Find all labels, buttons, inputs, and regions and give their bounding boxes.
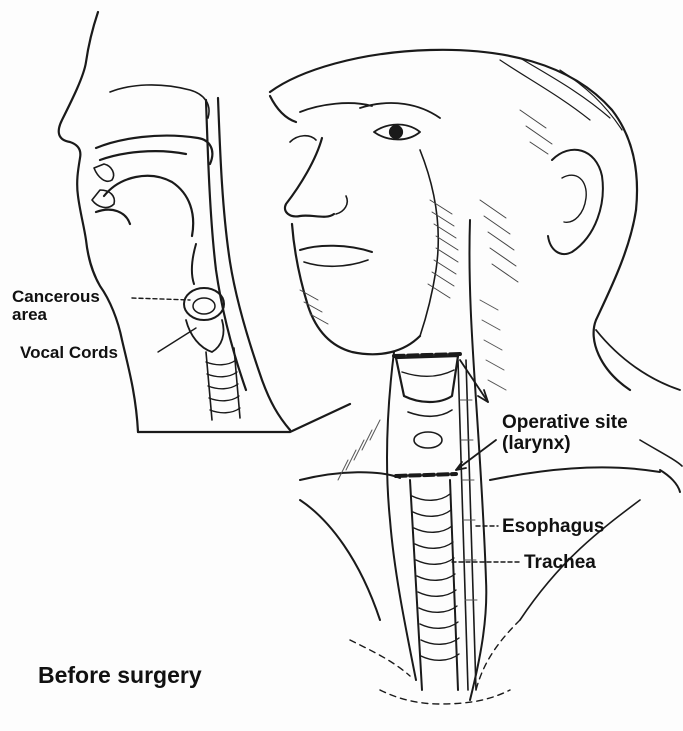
main-head [270, 50, 637, 390]
label-esophagus: Esophagus [502, 517, 604, 536]
label-trachea: Trachea [524, 553, 596, 572]
caption-before-surgery: Before surgery [38, 664, 202, 687]
label-cancerous-area: Cancerous area [12, 288, 100, 324]
label-operative-site: Operative site (larynx) [502, 412, 628, 454]
inset-sagittal-head [59, 12, 350, 432]
label-vocal-cords: Vocal Cords [20, 344, 118, 361]
neck-anatomy [300, 220, 682, 704]
